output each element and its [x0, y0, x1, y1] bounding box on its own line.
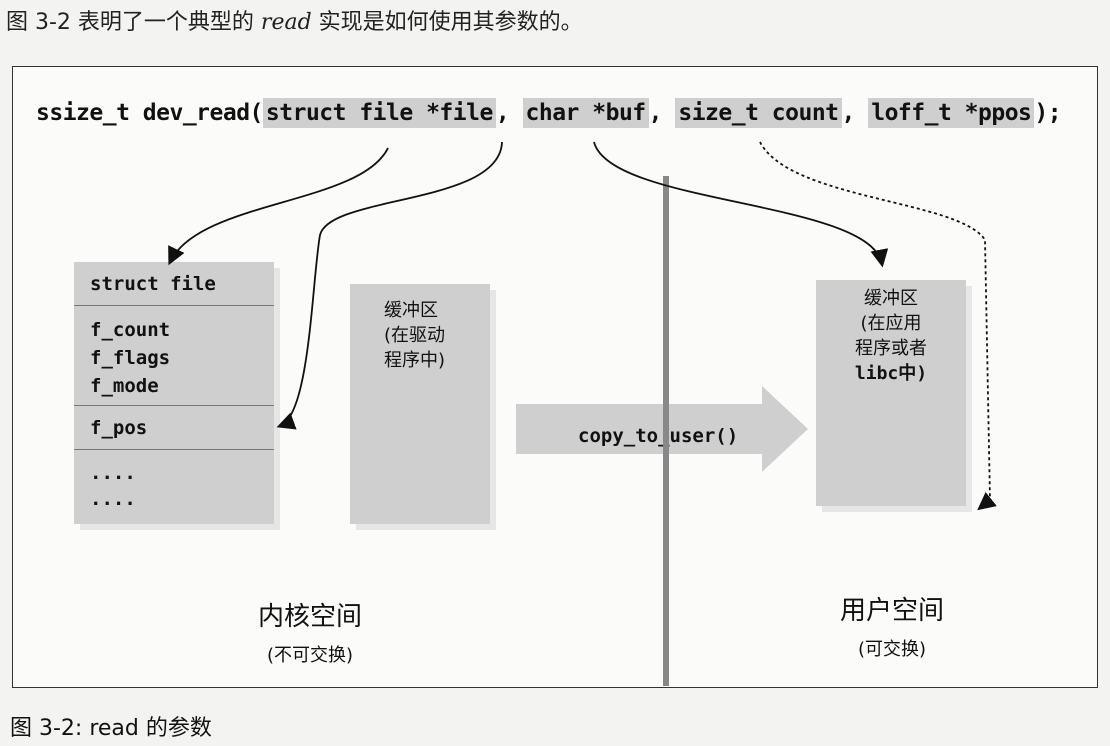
user-buffer-line-4: libc中) — [854, 363, 928, 384]
struct-fields-group: f_count f_flags f_mode — [74, 306, 274, 406]
count-dotted-arrow-tip — [977, 491, 997, 511]
ellipsis-1: .... — [90, 462, 136, 484]
user-buffer-label: 缓冲区 (在应用 程序或者 libc中) — [826, 286, 956, 386]
copy-to-user-label: copy_to_user() — [578, 425, 739, 447]
function-signature: ssize_t dev_read(struct file *file, char… — [36, 98, 1062, 128]
user-space-label: 用户空间 (可交换) — [812, 590, 972, 661]
struct-file-header: struct file — [74, 262, 274, 306]
signature-suffix: ); — [1034, 100, 1062, 126]
kernel-user-divider — [663, 176, 669, 686]
field-f-mode: f_mode — [90, 375, 159, 397]
copy-to-user-arrow — [516, 386, 808, 472]
ellipsis-2: .... — [90, 488, 136, 510]
intro-sentence: 图 3-2 表明了一个典型的 read 实现是如何使用其参数的。 — [6, 4, 583, 36]
user-space-subtitle: (可交换) — [857, 639, 927, 660]
user-buffer-line-3: 程序或者 — [855, 338, 927, 359]
separator-1: , — [495, 100, 523, 126]
separator-3: , — [841, 100, 869, 126]
kernel-buffer-line-3: 程序中) — [384, 350, 446, 371]
user-space-title: 用户空间 — [839, 596, 944, 626]
field-f-flags: f_flags — [90, 347, 171, 369]
kernel-space-subtitle: (不可交换) — [266, 645, 354, 666]
intro-suffix: 实现是如何使用其参数的。 — [318, 10, 583, 35]
user-buffer-line-1: 缓冲区 — [864, 288, 918, 309]
file-to-struct-arrow — [168, 147, 389, 266]
buf-to-user-buffer-arrow — [593, 141, 889, 268]
param-buf: char *buf — [522, 98, 649, 128]
intro-italic-word: read — [260, 10, 312, 35]
struct-file-box: struct file f_count f_flags f_mode f_pos… — [74, 262, 274, 524]
kernel-buffer-label: 缓冲区 (在驱动 程序中) — [384, 298, 464, 373]
field-f-count: f_count — [90, 319, 171, 341]
param-file: struct file *file — [262, 98, 496, 128]
ppos-to-fpos-arrow — [276, 141, 503, 430]
user-buffer-box: 缓冲区 (在应用 程序或者 libc中) — [816, 280, 966, 506]
kernel-buffer-line-2: (在驱动 — [384, 325, 446, 346]
struct-more-fields: .... .... — [74, 450, 274, 522]
param-ppos: loff_t *ppos — [868, 98, 1035, 128]
count-dotted-arrow — [759, 141, 991, 501]
kernel-buffer-line-1: 缓冲区 — [384, 300, 438, 321]
signature-prefix: ssize_t dev_read( — [36, 100, 263, 126]
separator-2: , — [648, 100, 676, 126]
param-count: size_t count — [675, 98, 842, 128]
user-buffer-line-2: (在应用 — [860, 313, 922, 334]
kernel-space-title: 内核空间 — [257, 602, 362, 632]
field-f-pos: f_pos — [74, 406, 274, 450]
kernel-space-label: 内核空间 (不可交换) — [230, 596, 390, 667]
intro-prefix: 图 3-2 表明了一个典型的 — [6, 10, 254, 35]
figure-caption: 图 3-2: read 的参数 — [10, 716, 212, 741]
kernel-buffer-box: 缓冲区 (在驱动 程序中) — [350, 284, 490, 524]
